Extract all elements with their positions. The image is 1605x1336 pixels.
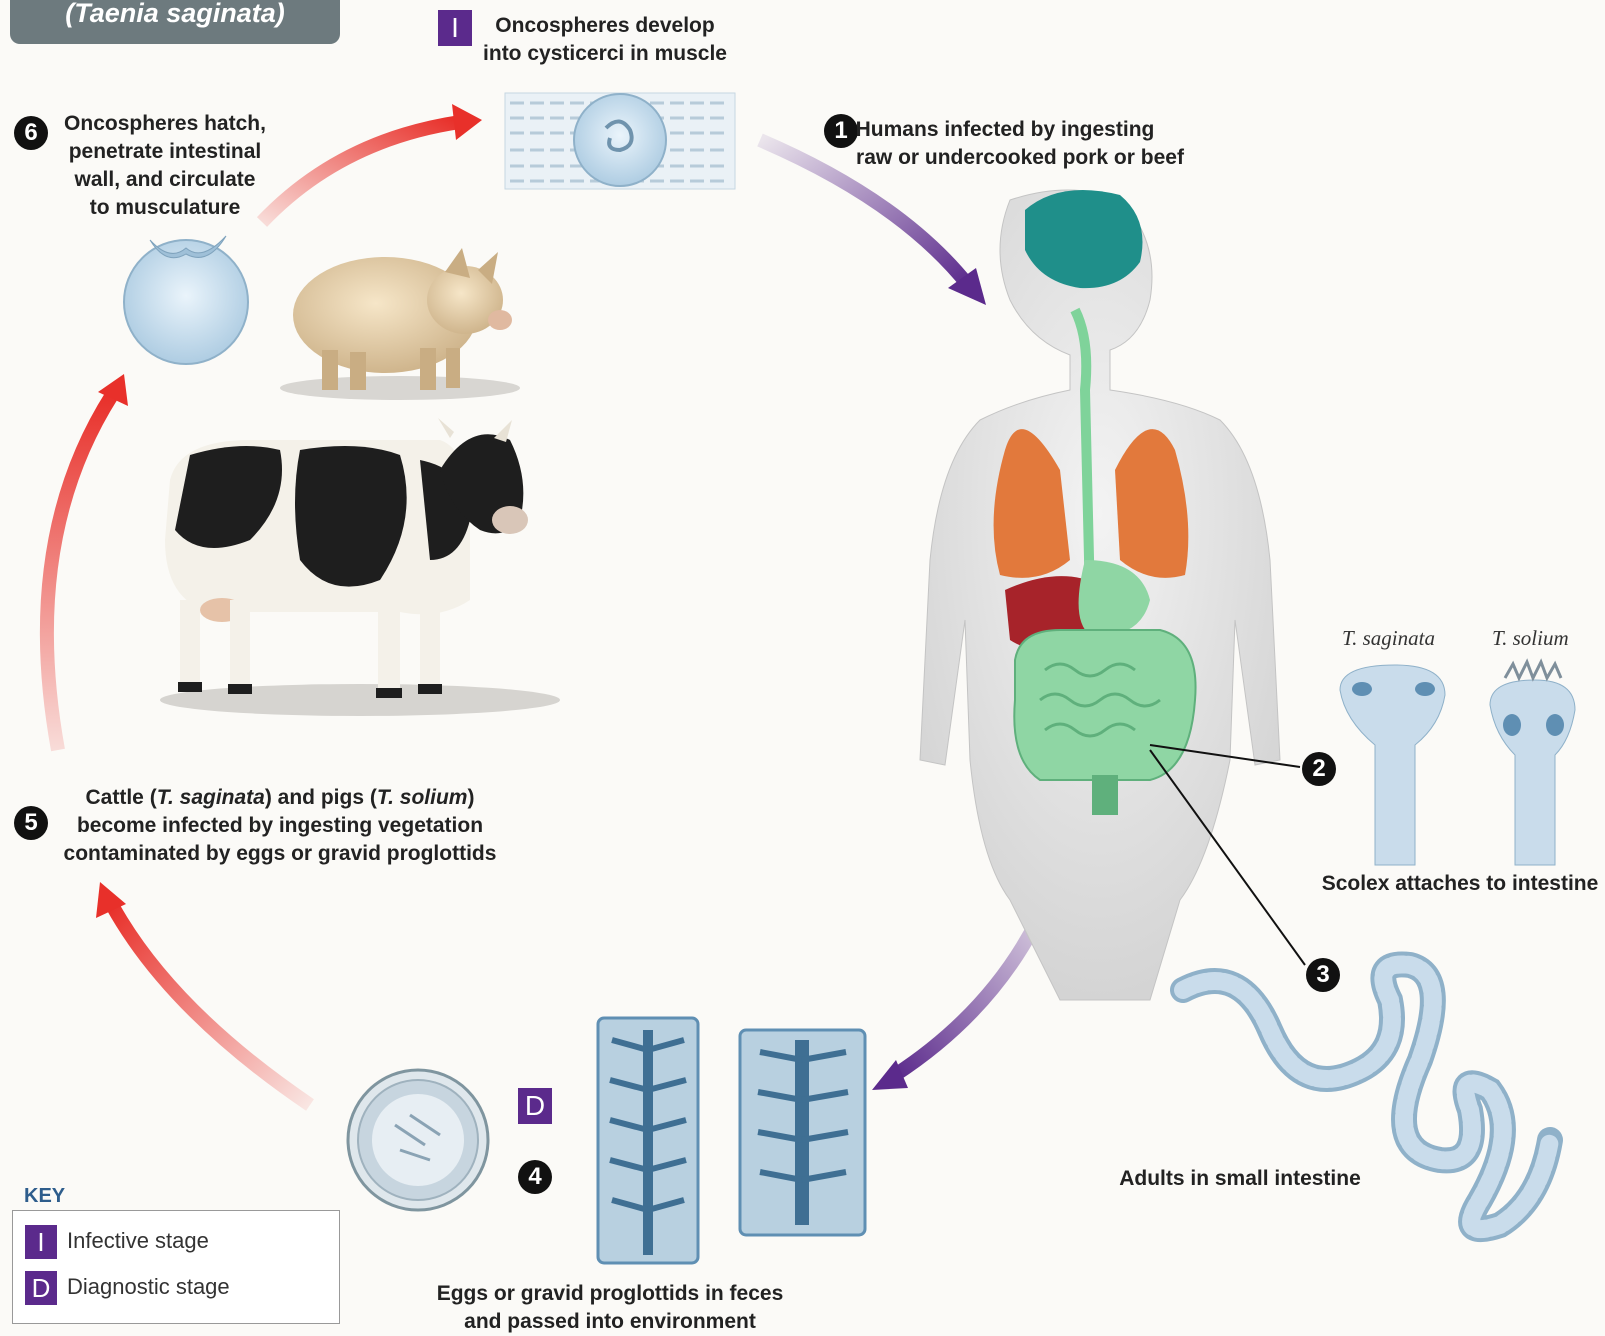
- stage-5-text: Cattle (T. saginata) and pigs (T. solium…: [55, 784, 505, 868]
- stage-5-number: 5: [14, 806, 48, 840]
- key-item-diagnostic: D Diagnostic stage: [25, 1271, 230, 1305]
- stage-5-close: ): [467, 786, 474, 809]
- stage-2-caption: Scolex attaches to intestine: [1320, 870, 1600, 898]
- stage-3-caption: Adults in small intestine: [1105, 1165, 1375, 1193]
- gravid-proglottid-image-1: [598, 1018, 698, 1263]
- diagnostic-stage-badge: D: [518, 1088, 552, 1124]
- key-infective-badge: I: [25, 1225, 57, 1259]
- human-body-image: [920, 190, 1280, 1000]
- stage-6-text: Oncospheres hatch, penetrate intestinal …: [50, 110, 280, 222]
- arrow-to-cattle-label: [96, 882, 310, 1105]
- stage-4-number: 4: [518, 1160, 552, 1194]
- egg-image: [348, 1070, 488, 1210]
- stage-4-text: Eggs or gravid proglottids in feces and …: [430, 1280, 790, 1336]
- stage-5-pigs: ) and pigs (: [265, 786, 377, 809]
- stage-6-line1: Oncospheres hatch,: [50, 110, 280, 138]
- species-solium-label: T. solium: [1492, 626, 1569, 651]
- stage-1-line1: Humans infected by ingesting: [820, 116, 1190, 144]
- stage-2-number: 2: [1302, 752, 1336, 786]
- key-diagnostic-badge: D: [25, 1271, 57, 1305]
- key-legend: I Infective stage D Diagnostic stage: [12, 1210, 340, 1324]
- stage-5-line1: Cattle (T. saginata) and pigs (T. solium…: [55, 784, 505, 812]
- stage-6-number: 6: [14, 116, 48, 150]
- infective-text-line2: into cysticerci in muscle: [470, 40, 740, 68]
- oncosphere-image: [124, 236, 248, 364]
- infective-stage-badge: I: [438, 10, 472, 46]
- muscle-cysticercus-image: [505, 93, 735, 189]
- stage-1-line2: raw or undercooked pork or beef: [850, 144, 1190, 172]
- stage-1-text: Humans infected by ingesting raw or unde…: [850, 116, 1190, 172]
- stage-5-line2: become infected by ingesting vegetation: [55, 812, 505, 840]
- stage-6-line4: to musculature: [50, 194, 280, 222]
- infective-stage-text: Oncospheres develop into cysticerci in m…: [470, 12, 740, 68]
- scolex-solium-image: [1490, 662, 1575, 865]
- key-item-infective: I Infective stage: [25, 1225, 209, 1259]
- key-diagnostic-label: Diagnostic stage: [67, 1274, 230, 1299]
- gravid-proglottid-image-2: [740, 1030, 865, 1235]
- arrow-to-oncosphere: [47, 374, 128, 750]
- stage-5-saginata: T. saginata: [157, 786, 265, 809]
- key-title: KEY: [24, 1185, 65, 1208]
- scolex-saginata-image: [1340, 665, 1445, 865]
- stage-5-line3: contaminated by eggs or gravid proglotti…: [55, 840, 505, 868]
- stage-4-line1: Eggs or gravid proglottids in feces: [430, 1280, 790, 1308]
- stage-6-line3: wall, and circulate: [50, 166, 280, 194]
- arrow-to-muscle: [262, 104, 482, 222]
- key-infective-label: Infective stage: [67, 1228, 209, 1253]
- cow-image: [160, 418, 560, 716]
- stage-5-cattle: Cattle (: [86, 786, 157, 809]
- infective-text-line1: Oncospheres develop: [470, 12, 740, 40]
- pig-image: [280, 248, 520, 400]
- stage-5-solium: T. solium: [377, 786, 468, 809]
- stage-3-number: 3: [1306, 958, 1340, 992]
- stage-6-line2: penetrate intestinal: [50, 138, 280, 166]
- species-saginata-label: T. saginata: [1342, 626, 1435, 651]
- stage-4-line2: and passed into environment: [430, 1308, 790, 1336]
